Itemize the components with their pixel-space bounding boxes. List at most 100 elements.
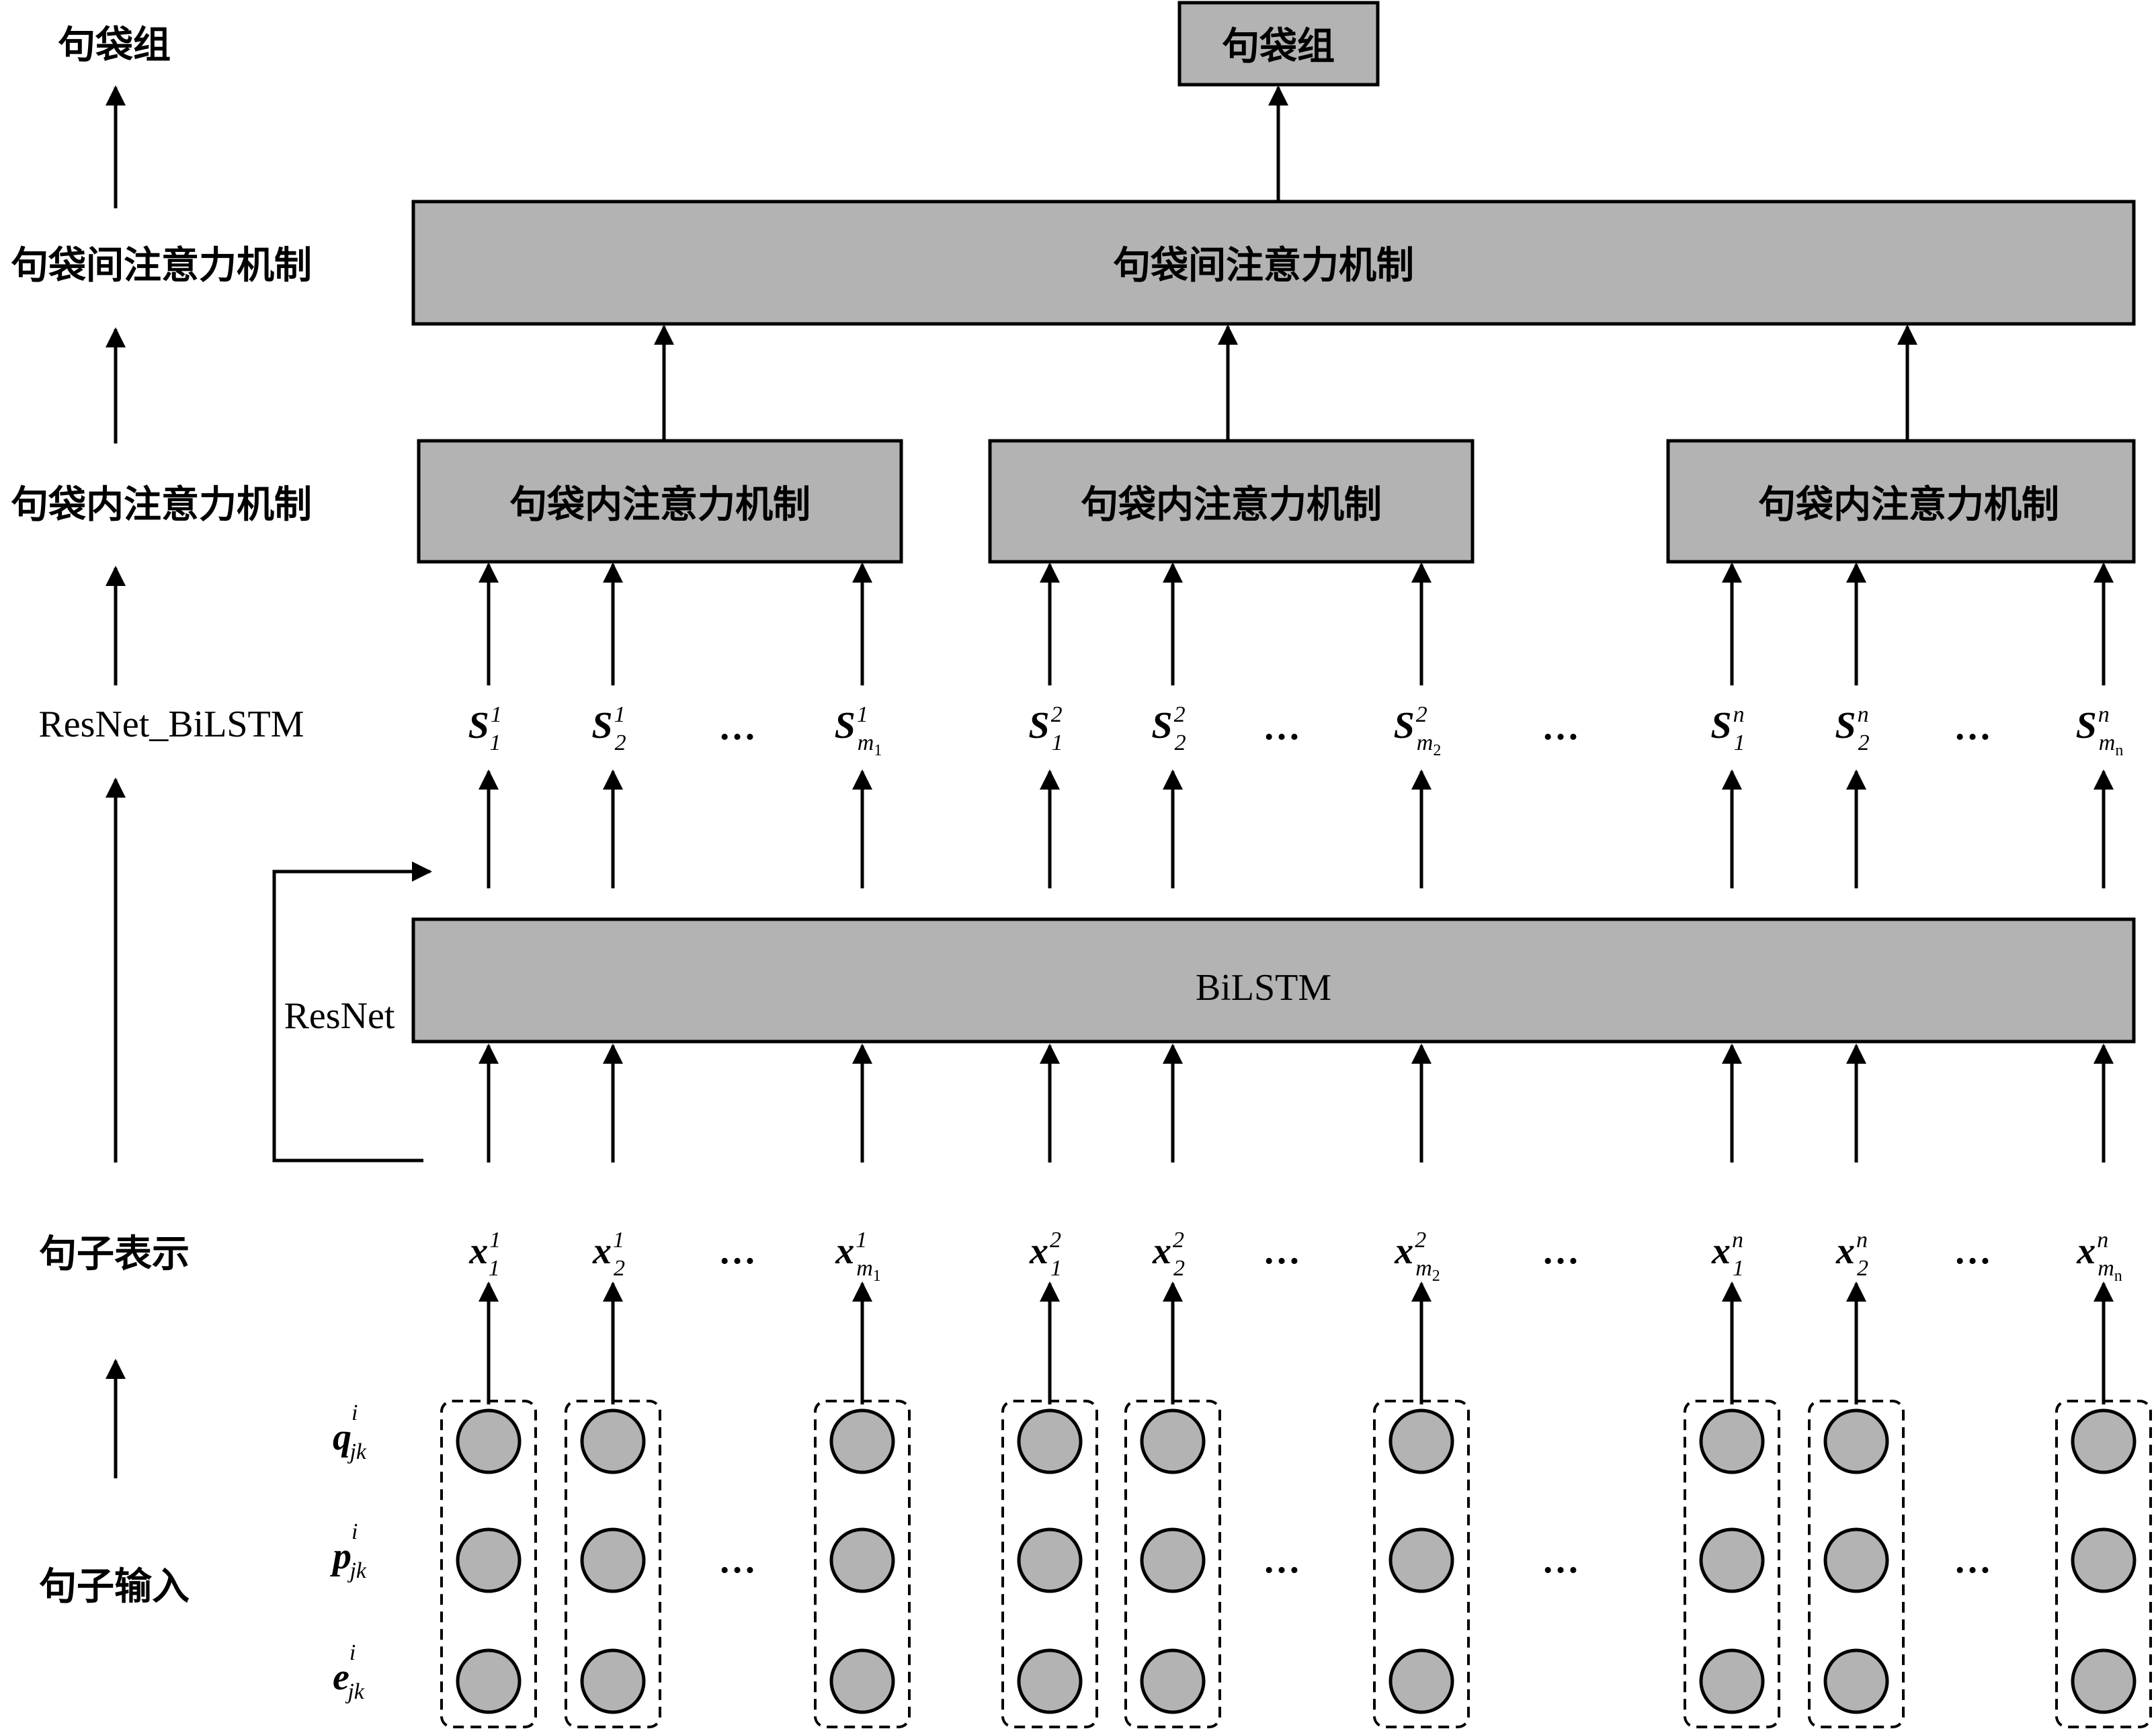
input-node-e bbox=[580, 1648, 646, 1714]
s-row-ellipsis-4: … bbox=[1954, 706, 1991, 748]
s-row-ellipsis-2: … bbox=[1263, 706, 1300, 748]
input-node-q bbox=[1823, 1408, 1889, 1474]
input-column-dashed-box bbox=[814, 1400, 911, 1728]
input-column-4 bbox=[1001, 1400, 1098, 1728]
bag-group-box-label: 句袋组 bbox=[1222, 25, 1335, 69]
input-node-p bbox=[1140, 1527, 1206, 1593]
input-row-ellipsis-2: … bbox=[1263, 1539, 1300, 1581]
bilstm-label: BiLSTM bbox=[1196, 967, 1331, 1009]
input-column-7 bbox=[1684, 1400, 1780, 1728]
intra-bag-attention-box-3 bbox=[1666, 439, 2136, 564]
input-column-dashed-box bbox=[1373, 1400, 1470, 1728]
side-label-inter-bag-attention: 句袋间注意力机制 bbox=[11, 244, 312, 288]
x-row-ellipsis-4: … bbox=[1954, 1230, 1991, 1272]
input-column-dashed-box bbox=[1808, 1400, 1905, 1728]
x-row-ellipsis-1: … bbox=[718, 1230, 756, 1272]
input-column-dashed-box bbox=[565, 1400, 661, 1728]
input-node-e bbox=[2071, 1648, 2137, 1714]
input-column-8 bbox=[1808, 1400, 1905, 1728]
intra-bag-attention-box-1 bbox=[417, 439, 903, 564]
input-node-q bbox=[829, 1408, 895, 1474]
side-column: 句袋组 句袋间注意力机制 句袋内注意力机制 ResNet_BiLSTM 句子表示… bbox=[11, 24, 312, 1609]
input-column-dashed-box bbox=[1124, 1400, 1221, 1728]
input-column-2 bbox=[565, 1400, 661, 1728]
input-node-q bbox=[456, 1408, 522, 1474]
input-row-ellipsis-1: … bbox=[718, 1539, 756, 1581]
input-node-p bbox=[1017, 1527, 1083, 1593]
bilstm-box bbox=[411, 917, 2136, 1044]
side-label-intra-bag-attention: 句袋内注意力机制 bbox=[11, 483, 312, 527]
intra-bag-attention-box-2 bbox=[988, 439, 1475, 564]
input-node-p bbox=[456, 1527, 522, 1593]
input-column-6 bbox=[1373, 1400, 1470, 1728]
input-node-p bbox=[1699, 1527, 1765, 1593]
input-node-p bbox=[580, 1527, 646, 1593]
input-node-p bbox=[829, 1527, 895, 1593]
input-row-ellipsis-4: … bbox=[1954, 1539, 1991, 1581]
s-row-ellipsis-3: … bbox=[1542, 706, 1579, 748]
resnet-skip-connection bbox=[272, 861, 432, 1163]
input-node-q bbox=[1699, 1408, 1765, 1474]
resnet-label: ResNet bbox=[284, 995, 395, 1037]
input-nodes-layer bbox=[440, 1400, 2152, 1728]
input-node-e bbox=[1699, 1648, 1765, 1714]
input-node-p bbox=[1388, 1527, 1454, 1593]
x-row-ellipsis-3: … bbox=[1542, 1230, 1579, 1272]
input-column-3 bbox=[814, 1400, 911, 1728]
input-node-q bbox=[580, 1408, 646, 1474]
input-node-e bbox=[1388, 1648, 1454, 1714]
input-node-q bbox=[1388, 1408, 1454, 1474]
inter-bag-attention-label: 句袋间注意力机制 bbox=[1113, 244, 1414, 288]
input-column-dashed-box bbox=[1684, 1400, 1780, 1728]
input-column-dashed-box bbox=[440, 1400, 537, 1728]
input-row-ellipsis-3: … bbox=[1542, 1539, 1579, 1581]
s-row-ellipsis-1: … bbox=[718, 706, 756, 748]
input-node-e bbox=[1017, 1648, 1083, 1714]
input-node-q bbox=[1017, 1408, 1083, 1474]
input-node-e bbox=[829, 1648, 895, 1714]
x-row-ellipsis-2: … bbox=[1263, 1230, 1300, 1272]
arrows-layer bbox=[479, 562, 2114, 1404]
input-node-e bbox=[1140, 1648, 1206, 1714]
input-node-e bbox=[456, 1648, 522, 1714]
intra-bag-attention-label-3: 句袋内注意力机制 bbox=[1758, 483, 2059, 527]
input-column-1 bbox=[440, 1400, 537, 1728]
input-node-q bbox=[1140, 1408, 1206, 1474]
side-label-resnet-bilstm: ResNet_BiLSTM bbox=[38, 704, 304, 745]
input-node-q bbox=[2071, 1408, 2137, 1474]
inter-bag-attention-box bbox=[411, 200, 2136, 326]
input-column-dashed-box bbox=[1001, 1400, 1098, 1728]
side-label-sentence-input: 句子输入 bbox=[39, 1565, 190, 1609]
bag-group-box bbox=[1177, 1, 1380, 87]
intra-bag-attention-label-2: 句袋内注意力机制 bbox=[1081, 483, 1382, 527]
